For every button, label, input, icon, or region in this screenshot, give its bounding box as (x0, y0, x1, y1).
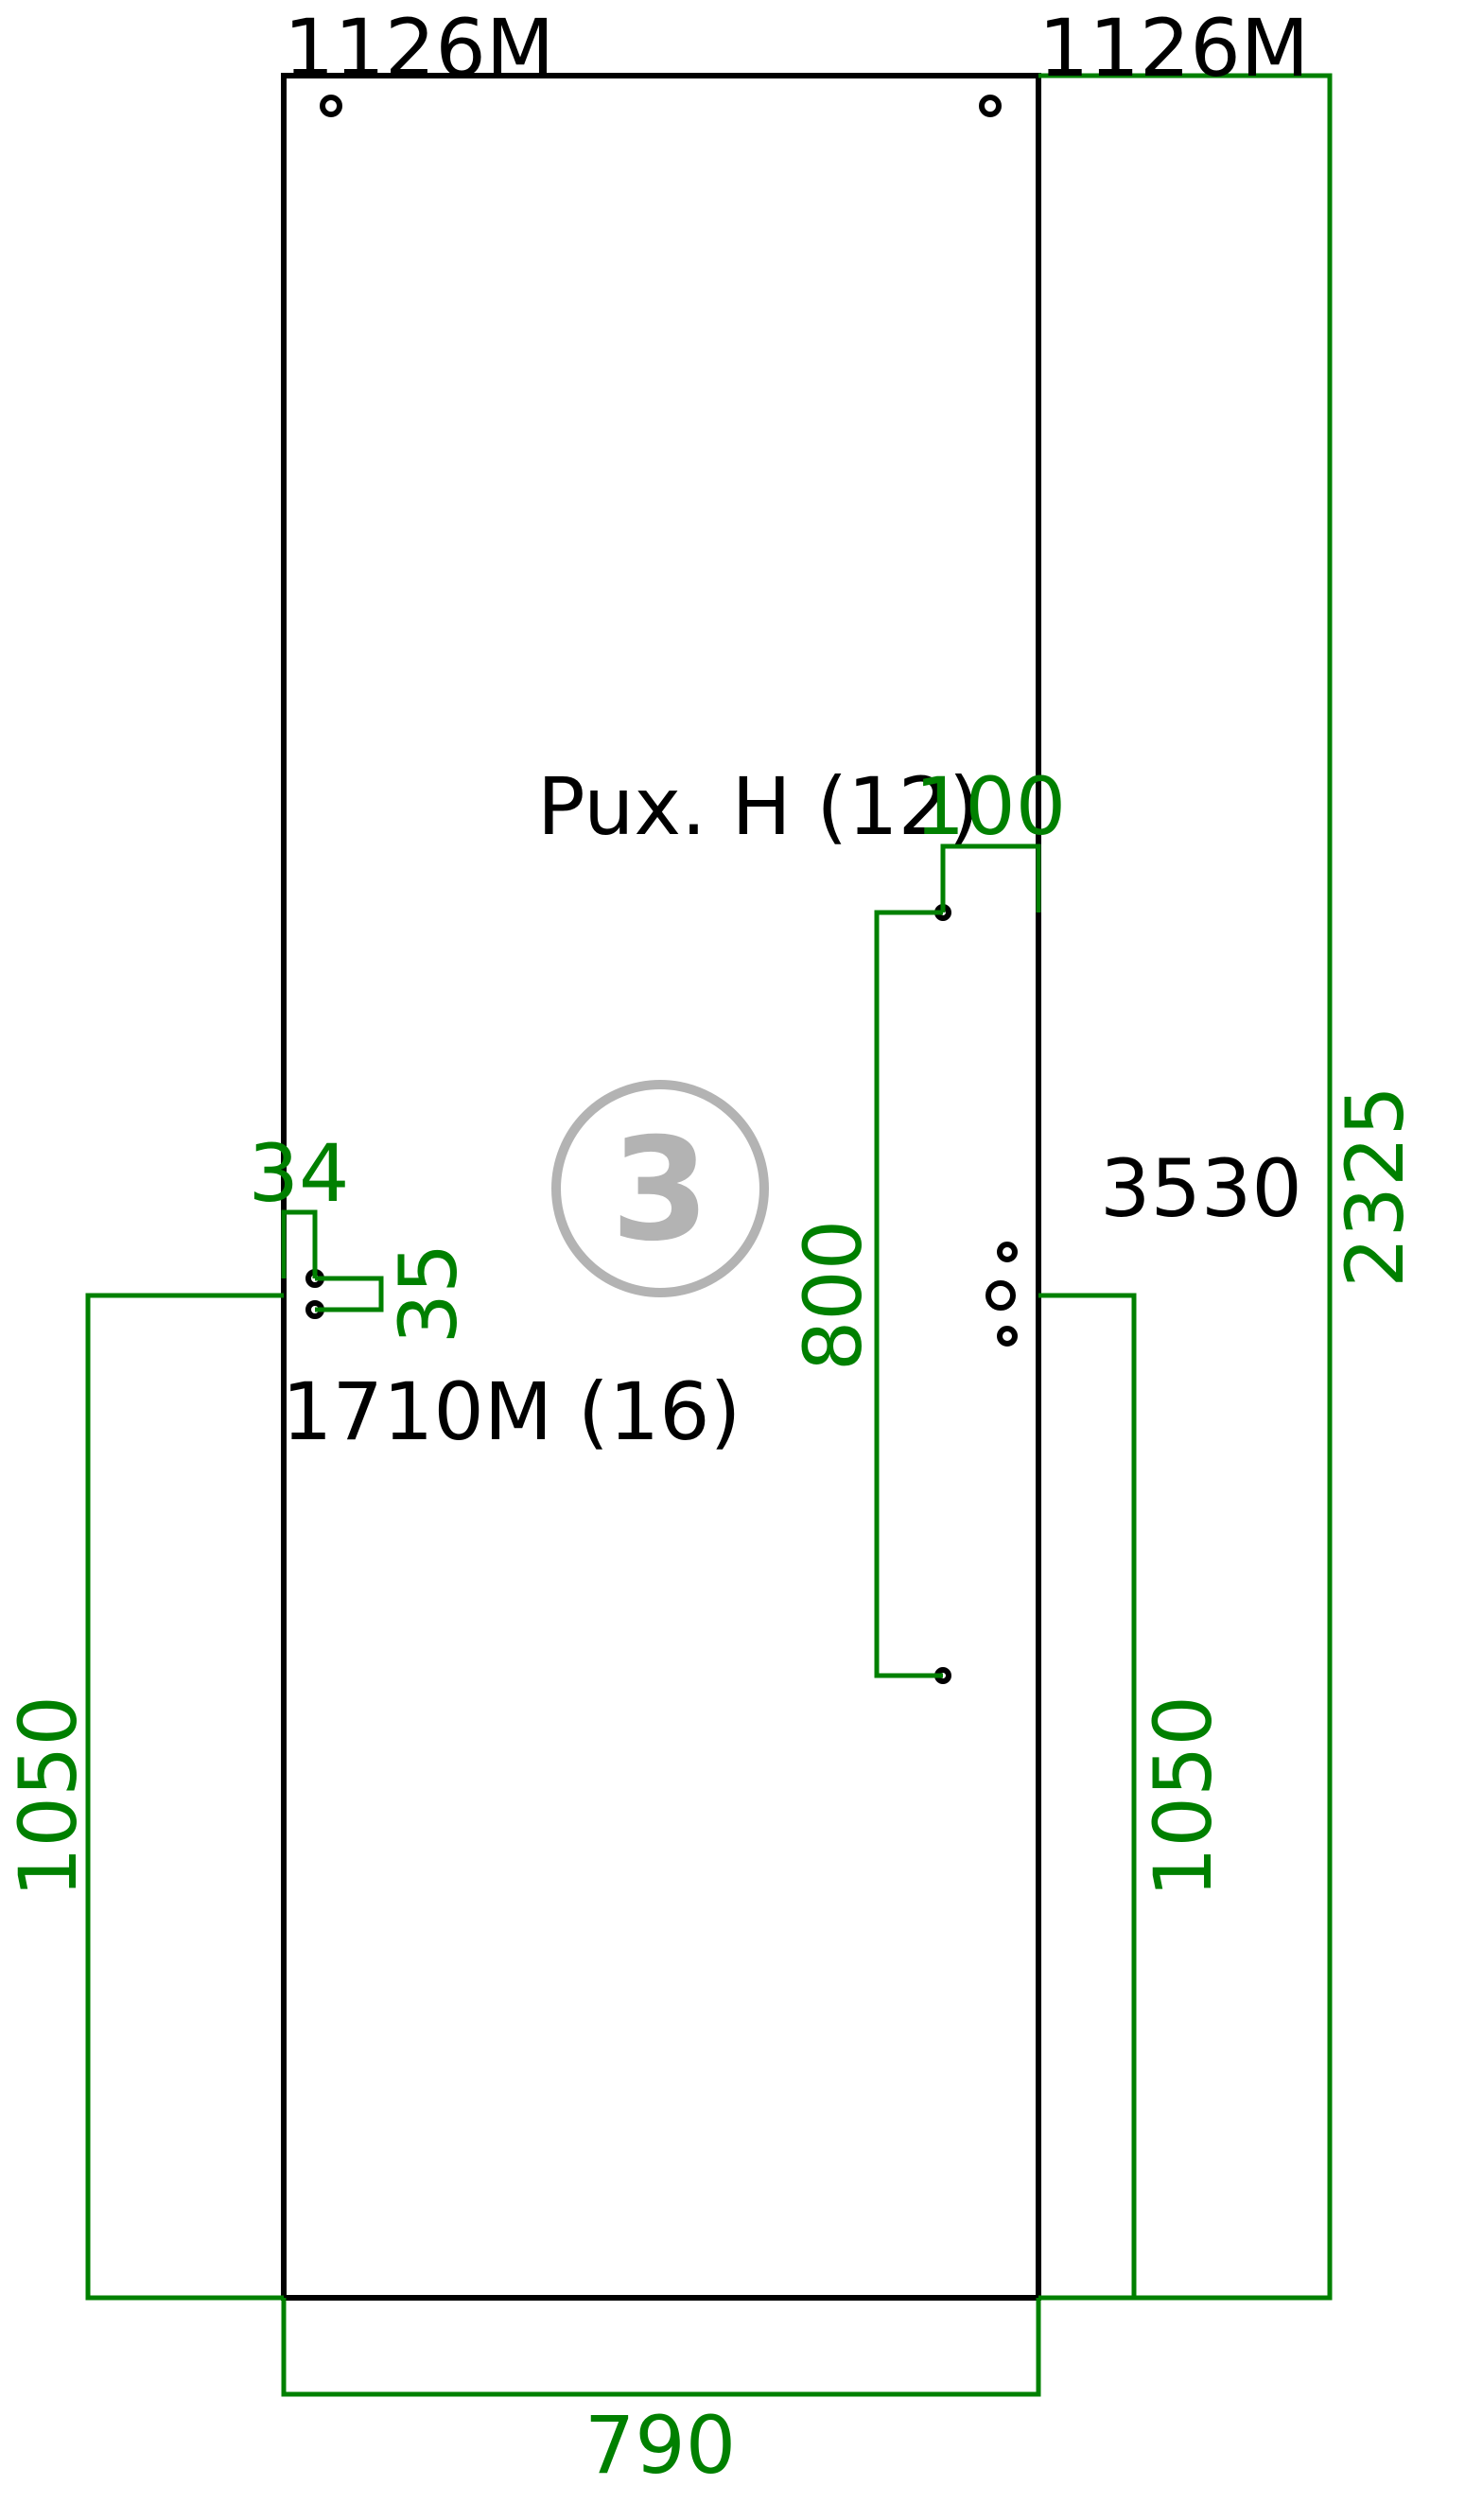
hinge-label-right: 1126M (1038, 2, 1309, 95)
panel-badge-number: 3 (611, 1108, 709, 1273)
dim-left-height-line (85, 1293, 284, 2301)
dim-height-label: 2325 (1329, 1086, 1421, 1288)
lock-hole-bottom (997, 1326, 1018, 1347)
lock-hole-top (997, 1242, 1018, 1262)
panel-badge-ring (551, 1080, 769, 1297)
dim-hole-spacing-label: 35 (382, 1243, 475, 1345)
dim-right-height-label: 1050 (1137, 1695, 1230, 1898)
hinge-hole-left (320, 95, 342, 117)
dim-width-line (281, 2298, 1041, 2397)
dim-height-line (1038, 73, 1333, 2301)
dim-side-offset-label: 34 (249, 1127, 350, 1220)
panel-outline (281, 73, 1041, 2301)
right-label: 3530 (1100, 1142, 1302, 1235)
hinge-label-left: 1126M (284, 2, 554, 95)
dim-edge-offset-label: 100 (915, 760, 1066, 853)
lock-hole-middle (985, 1280, 1016, 1311)
dim-edge-offset-line (940, 843, 1041, 912)
dim-span-label: 800 (787, 1220, 880, 1371)
dim-left-height-label: 1050 (2, 1695, 95, 1898)
center-label: Pux. H (12) (537, 760, 980, 853)
left-label: 1710M (16) (282, 1365, 741, 1458)
dim-hole-spacing-line (315, 1276, 384, 1312)
dim-side-offset-line (281, 1209, 318, 1278)
hinge-hole-right (979, 95, 1002, 117)
dim-width-label: 790 (584, 2399, 736, 2492)
dim-span-line (874, 910, 943, 1678)
dim-right-height-line (1038, 1293, 1137, 2301)
